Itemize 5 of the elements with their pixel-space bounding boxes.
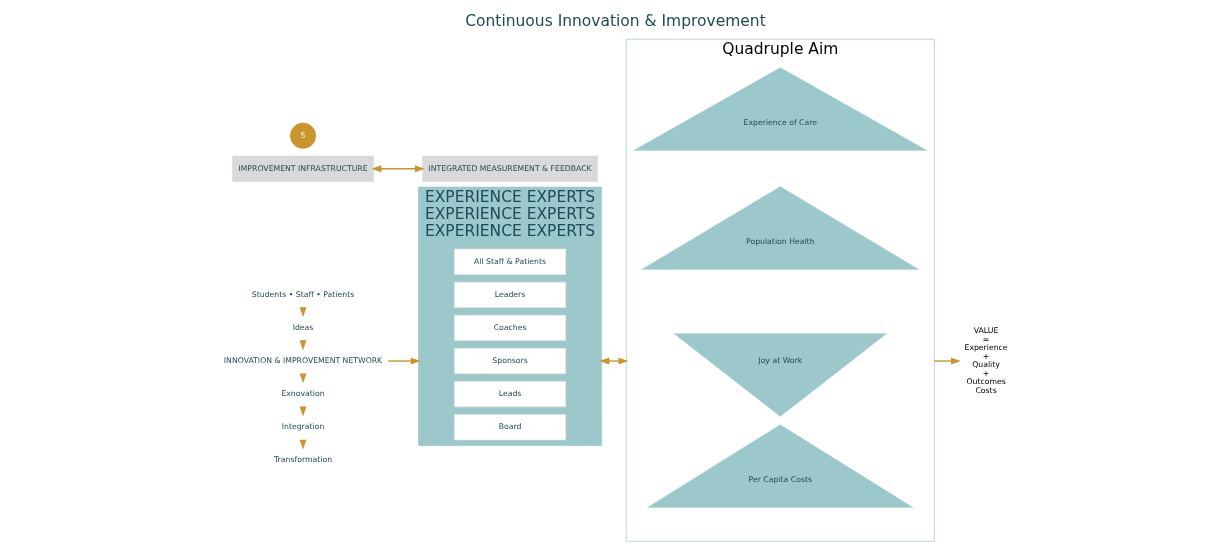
arrow <box>599 357 629 365</box>
arrow <box>387 357 421 365</box>
arrow <box>933 357 961 365</box>
diagram-title: Continuous Innovation & Improvement <box>465 12 766 31</box>
arrow <box>371 165 425 173</box>
